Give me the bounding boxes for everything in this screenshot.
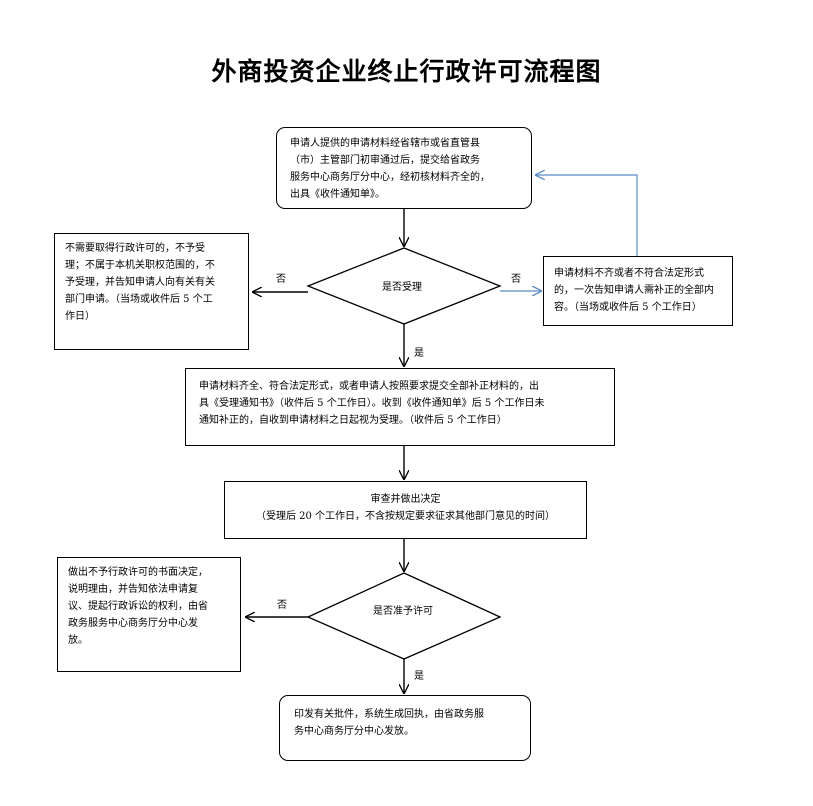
- accepted-line-2: 具《受理通知书》（收件后 5 个工作日）。收到《收件通知单》后 5 个工作日未: [199, 398, 545, 409]
- decision-accept-label: 是否受理: [382, 282, 422, 293]
- supplement-line-1: 申请材料不齐或者不符合法定形式: [554, 268, 704, 279]
- approve-box: 印发有关批件，系统生成回执，由省政务服 务中心商务厅分中心发放。: [279, 695, 531, 761]
- label-accept-yes: 是: [414, 348, 424, 359]
- review-box: 审查并做出决定 （受理后 20 个工作日，不含按规定要求征求其他部门意见的时间）: [224, 481, 587, 539]
- reject-line-4: 部门申请。（当场或收件后 5 个工: [65, 294, 213, 305]
- deny-line-3: 议、提起行政诉讼的权利，由省: [68, 601, 208, 612]
- review-line-2: （受理后 20 个工作日，不含按规定要求征求其他部门意见的时间）: [255, 511, 556, 522]
- deny-line-5: 放。: [68, 635, 88, 646]
- reject-line-1: 不需要取得行政许可的，不予受: [65, 243, 205, 254]
- supplement-line-3: 容。（当场或收件后 5 个工作日）: [554, 302, 702, 313]
- decision-permit-label: 是否准予许可: [373, 606, 433, 617]
- deny-box: 做出不予行政许可的书面决定， 说明理由，并告知依法申请复 议、提起行政诉讼的权利…: [57, 557, 241, 672]
- approve-line-1: 印发有关批件，系统生成回执，由省政务服: [294, 709, 484, 720]
- arrow-supplement-feedback: [536, 175, 638, 256]
- accepted-line-1: 申请材料齐全、符合法定形式，或者申请人按照要求提交全部补正材料的，出: [199, 381, 539, 392]
- start-line-3: 服务中心商务厅分中心，经初核材料齐全的，: [290, 172, 490, 183]
- approve-line-2: 务中心商务厅分中心发放。: [294, 726, 414, 737]
- reject-line-5: 作日）: [65, 311, 95, 322]
- start-box: 申请人提供的申请材料经省辖市或省直管县 （市）主管部门初审通过后，提交给省政务 …: [276, 127, 532, 209]
- reject-line-2: 理；不属于本机关职权范围的，不: [65, 260, 215, 271]
- start-line-2: （市）主管部门初审通过后，提交给省政务: [290, 155, 480, 166]
- accepted-line-3: 通知补正的，自收到申请材料之日起视为受理。（收件后 5 个工作日）: [199, 415, 507, 426]
- start-line-4: 出具《收件通知单》。: [290, 189, 385, 200]
- label-accept-no-left: 否: [276, 274, 286, 285]
- reject-box: 不需要取得行政许可的，不予受 理；不属于本机关职权范围的，不 予受理，并告知申请…: [54, 233, 249, 350]
- label-permit-no: 否: [277, 600, 287, 611]
- supplement-box: 申请材料不齐或者不符合法定形式 的，一次告知申请人需补正的全部内 容。（当场或收…: [543, 256, 733, 326]
- deny-line-2: 说明理由，并告知依法申请复: [68, 584, 198, 595]
- deny-line-4: 政务服务中心商务厅分中心发: [68, 618, 198, 629]
- accepted-box: 申请材料齐全、符合法定形式，或者申请人按照要求提交全部补正材料的，出 具《受理通…: [185, 368, 615, 446]
- deny-line-1: 做出不予行政许可的书面决定，: [68, 567, 208, 578]
- start-line-1: 申请人提供的申请材料经省辖市或省直管县: [290, 138, 480, 149]
- label-accept-no-right: 否: [511, 274, 521, 285]
- review-line-1: 审查并做出决定: [370, 494, 441, 505]
- page-title: 外商投资企业终止行政许可流程图: [211, 57, 602, 86]
- reject-line-3: 予受理，并告知申请人向有关有关: [65, 277, 215, 288]
- label-permit-yes: 是: [414, 671, 424, 682]
- supplement-line-2: 的，一次告知申请人需补正的全部内: [554, 285, 714, 296]
